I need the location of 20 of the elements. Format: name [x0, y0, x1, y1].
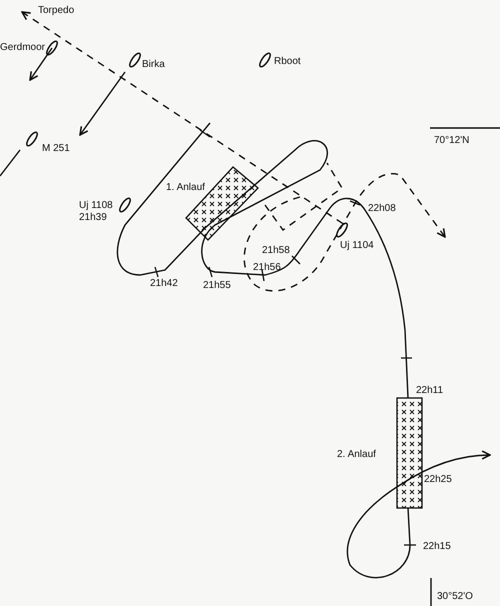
chart-label: M 251 — [42, 143, 70, 154]
chart-label: 22h08 — [368, 203, 396, 214]
chart-label: 21h58 — [262, 245, 290, 256]
chart-label: Uj 1108 — [79, 200, 113, 211]
chart-label: 21h42 — [150, 278, 178, 289]
chart-label: 22h15 — [423, 541, 451, 552]
chart-label: Gerdmoor — [0, 42, 46, 53]
chart-label: Uj 1104 — [340, 240, 374, 251]
chart-label: Torpedo — [38, 5, 74, 16]
chart-label: 2. Anlauf — [337, 449, 376, 460]
chart-label: 21h55 — [203, 280, 231, 291]
chart-label: 1. Anlauf — [166, 182, 205, 193]
chart-label: 70°12'N — [434, 135, 470, 146]
chart-label: 22h25 — [424, 474, 452, 485]
chart-label: Birka — [142, 59, 165, 70]
chart-label: 22h11 — [416, 385, 444, 396]
chart-label: Rboot — [274, 56, 301, 67]
chart-label: 30°52'O — [437, 591, 473, 602]
chart-label: 21h56 — [253, 262, 281, 273]
chart-label: 21h39 — [79, 212, 107, 223]
